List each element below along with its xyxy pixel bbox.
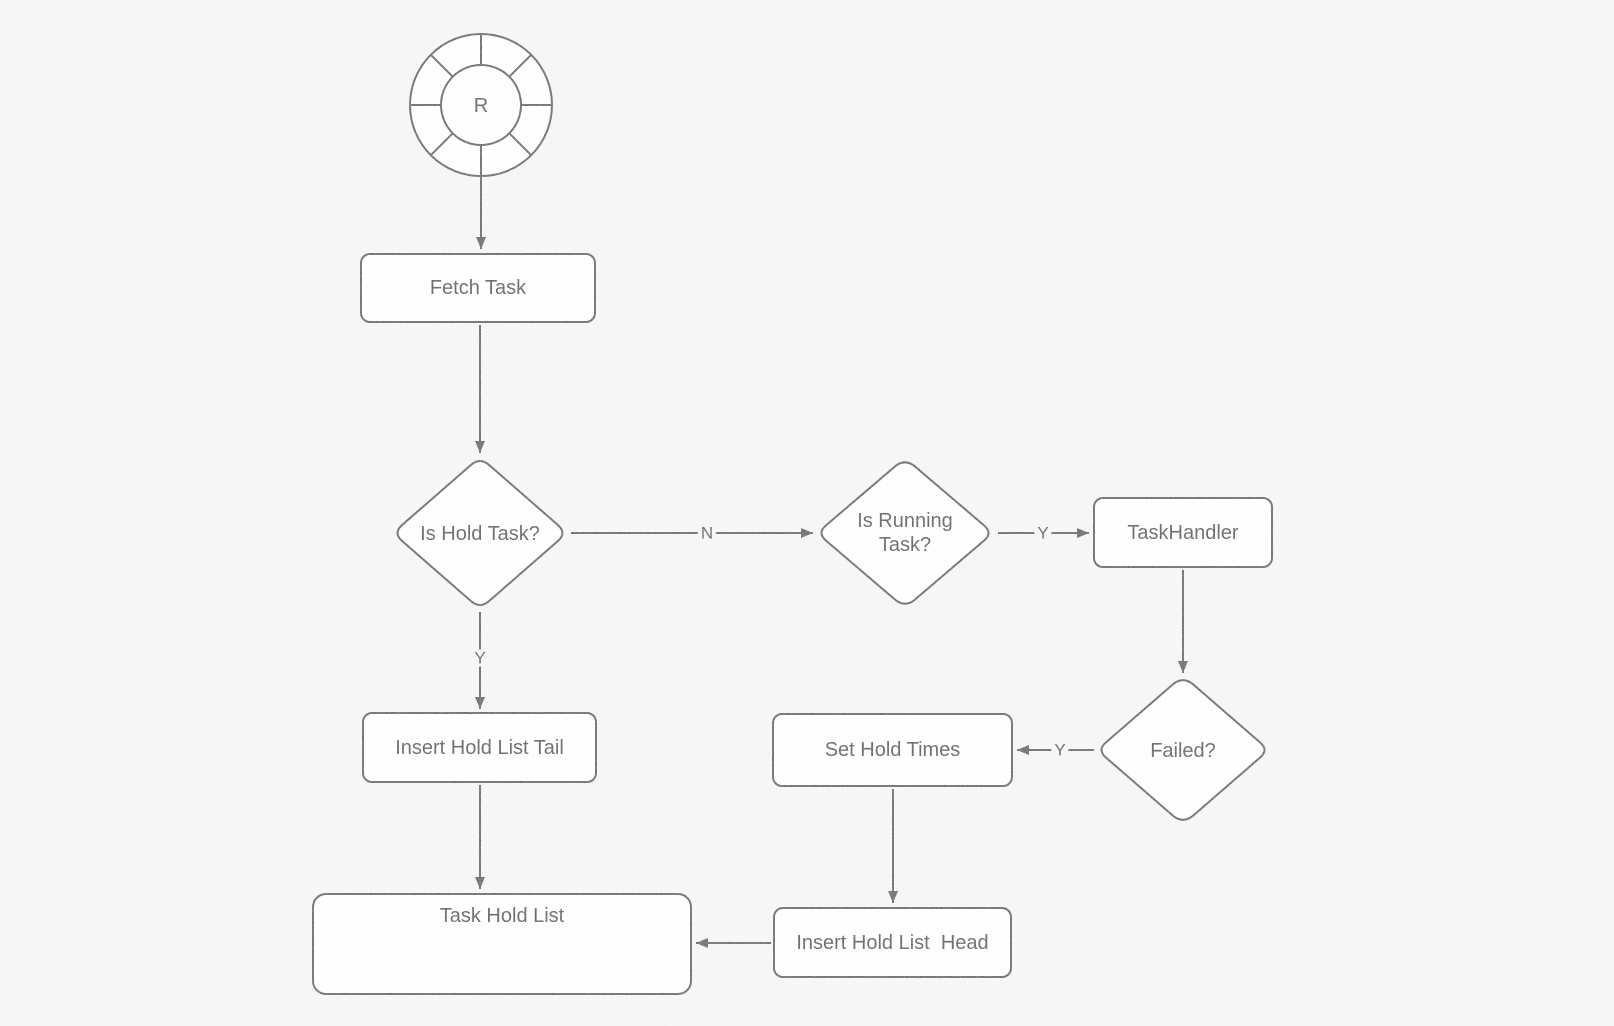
start-label: R bbox=[473, 95, 489, 117]
node-set-hold-times: Set Hold Times bbox=[772, 713, 1013, 787]
node-fetch-task: Fetch Task bbox=[360, 253, 596, 323]
edge-label-yes-failed: Y bbox=[1051, 741, 1069, 759]
insert-hold-list-tail-label: Insert Hold List Tail bbox=[395, 736, 564, 759]
edge-label-yes-running: Y bbox=[1034, 524, 1052, 542]
node-insert-hold-list-tail: Insert Hold List Tail bbox=[362, 712, 597, 783]
failed-label: Failed? bbox=[1150, 740, 1216, 762]
insert-hold-list-head-label: Insert Hold List Head bbox=[796, 931, 989, 954]
edge-label-yes-hold: Y bbox=[471, 649, 489, 667]
task-handler-label: TaskHandler bbox=[1127, 521, 1239, 544]
fetch-task-label: Fetch Task bbox=[429, 277, 527, 299]
node-task-hold-list: Task Hold List bbox=[312, 893, 692, 995]
is-running-task-label: Is Running Task? bbox=[857, 510, 959, 556]
node-task-handler: TaskHandler bbox=[1093, 497, 1273, 568]
edge-label-no: N bbox=[697, 524, 717, 542]
set-hold-times-label: Set Hold Times bbox=[824, 739, 961, 761]
node-insert-hold-list-head: Insert Hold List Head bbox=[773, 907, 1012, 978]
is-hold-task-label: Is Hold Task? bbox=[420, 523, 540, 545]
task-hold-list-title: Task Hold List bbox=[439, 905, 565, 927]
